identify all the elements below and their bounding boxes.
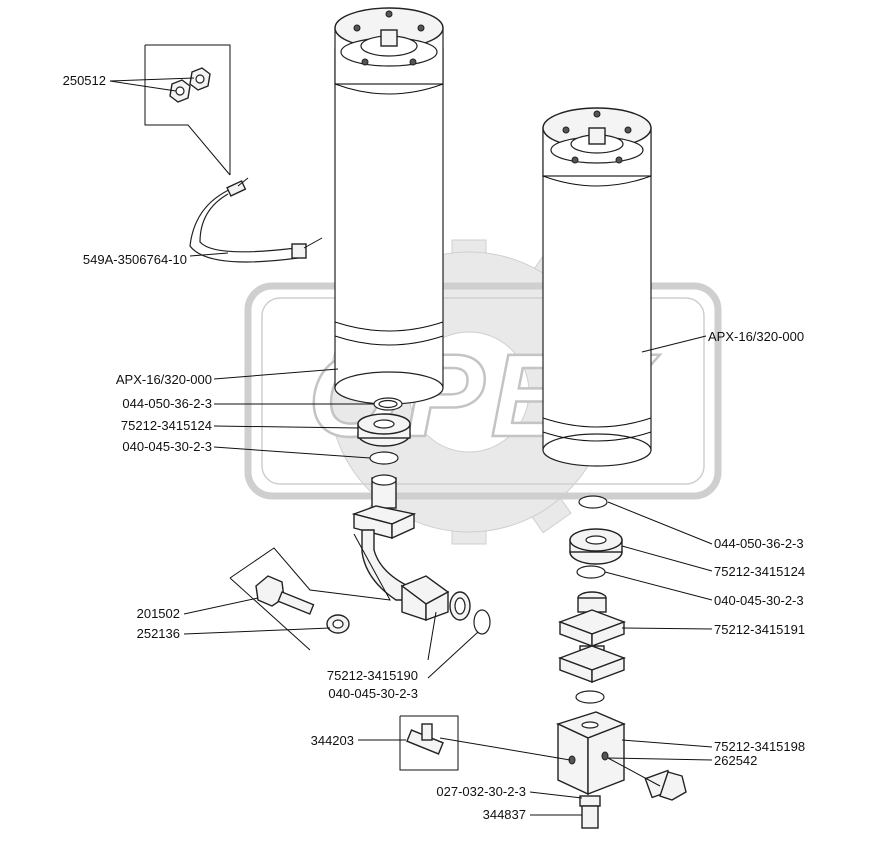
part-labels: 250512 549A-3506764-10 APX-16/320-000 04… bbox=[63, 73, 805, 822]
adapter bbox=[558, 591, 626, 684]
bolt-inset bbox=[229, 533, 391, 651]
fitting-icon bbox=[579, 795, 601, 829]
label-oring-block: 027-032-30-2-3 bbox=[436, 784, 526, 799]
tee-icon bbox=[406, 723, 444, 755]
leader-lines bbox=[109, 77, 713, 816]
label-cyl-left: APX-16/320-000 bbox=[116, 372, 212, 387]
label-fitting: 344837 bbox=[483, 807, 526, 822]
clamp bbox=[189, 177, 323, 263]
oring-left-bottom bbox=[369, 451, 399, 465]
label-block: 75212-3415198 bbox=[714, 739, 805, 754]
label-oring-right-top: 044-050-36-2-3 bbox=[714, 536, 804, 551]
label-clamp: 549A-3506764-10 bbox=[83, 252, 187, 267]
bolt-icon bbox=[255, 575, 315, 615]
watermark-plate bbox=[244, 282, 722, 500]
label-oring-elbow: 040-045-30-2-3 bbox=[328, 686, 418, 701]
label-tee: 344203 bbox=[311, 733, 354, 748]
label-bolt: 201502 bbox=[137, 606, 180, 621]
label-oring-left-bottom: 040-045-30-2-3 bbox=[122, 439, 212, 454]
label-adapter: 75212-3415191 bbox=[714, 622, 805, 637]
flange-left bbox=[357, 413, 411, 447]
label-nut: 250512 bbox=[63, 73, 106, 88]
label-elbow: 75212-3415190 bbox=[327, 668, 418, 683]
label-flange-left: 75212-3415124 bbox=[121, 418, 212, 433]
oring-elbow bbox=[473, 609, 491, 635]
flange-right bbox=[569, 528, 623, 565]
label-washer: 252136 bbox=[137, 626, 180, 641]
plug-icon bbox=[644, 769, 687, 801]
label-plug: 262542 bbox=[714, 753, 757, 768]
oring-right-mid bbox=[576, 565, 606, 579]
block bbox=[556, 711, 626, 796]
tee-inset bbox=[399, 715, 459, 771]
cylinder-right bbox=[542, 107, 652, 467]
nut-icon bbox=[169, 67, 211, 103]
label-cyl-right: APX-16/320-000 bbox=[708, 329, 804, 344]
label-oring-left-top: 044-050-36-2-3 bbox=[122, 396, 212, 411]
elbow-pipe bbox=[351, 474, 471, 621]
oring-left-top bbox=[373, 397, 403, 411]
label-flange-right: 75212-3415124 bbox=[714, 564, 805, 579]
cylinder-left bbox=[334, 7, 444, 405]
oring-block bbox=[575, 690, 605, 704]
washer-icon bbox=[326, 614, 350, 634]
label-oring-right-mid: 040-045-30-2-3 bbox=[714, 593, 804, 608]
nut-inset bbox=[144, 44, 231, 176]
oring-right-top bbox=[578, 495, 608, 509]
